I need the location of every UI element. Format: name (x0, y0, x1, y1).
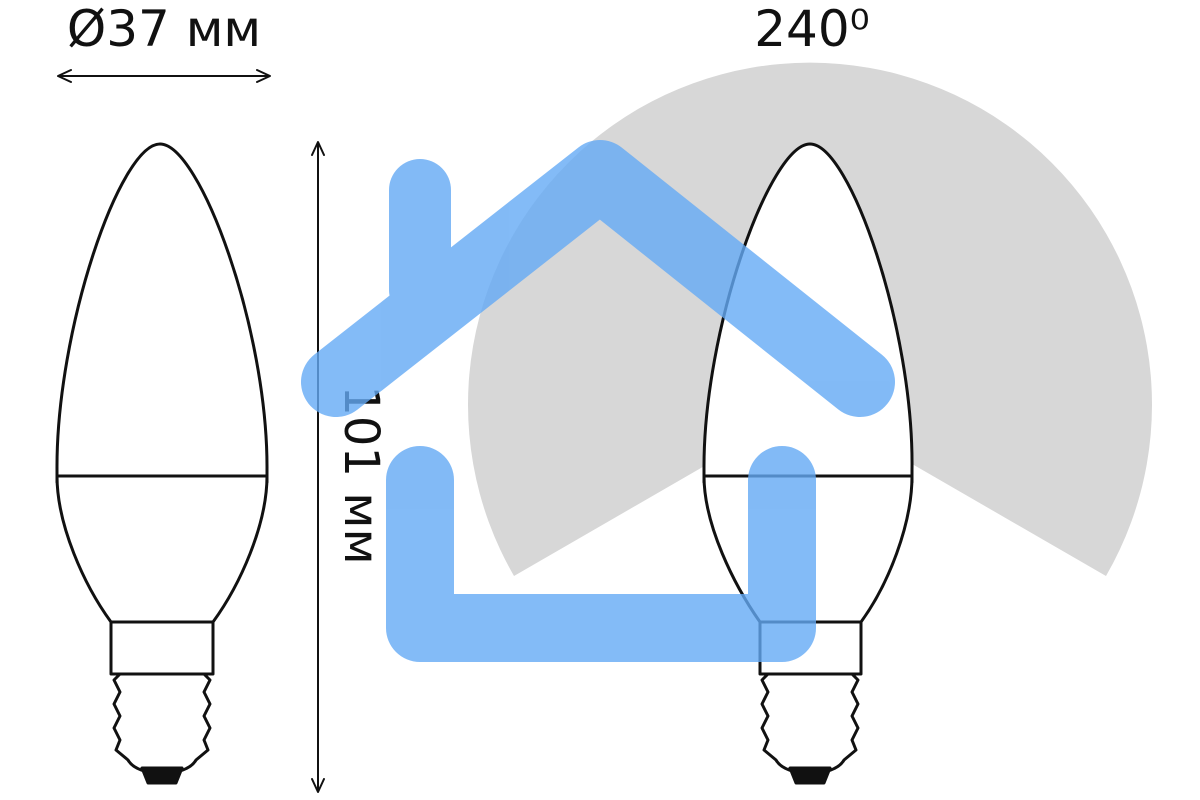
lamp-left (55, 142, 269, 785)
lamp-right-contact (788, 766, 832, 785)
diameter-label: Ø37 мм (67, 0, 261, 58)
house-overlay (301, 140, 895, 662)
beam-angle-label: 240⁰ (754, 0, 869, 58)
lamp-left-contact (140, 766, 184, 785)
lamp-left-body (55, 474, 269, 624)
lamp-left-bulb (55, 142, 269, 484)
lamp-left-neck (109, 620, 215, 676)
house-walls (386, 446, 816, 662)
lamp-left-thread (112, 672, 212, 775)
lamp-right-thread (760, 672, 860, 775)
